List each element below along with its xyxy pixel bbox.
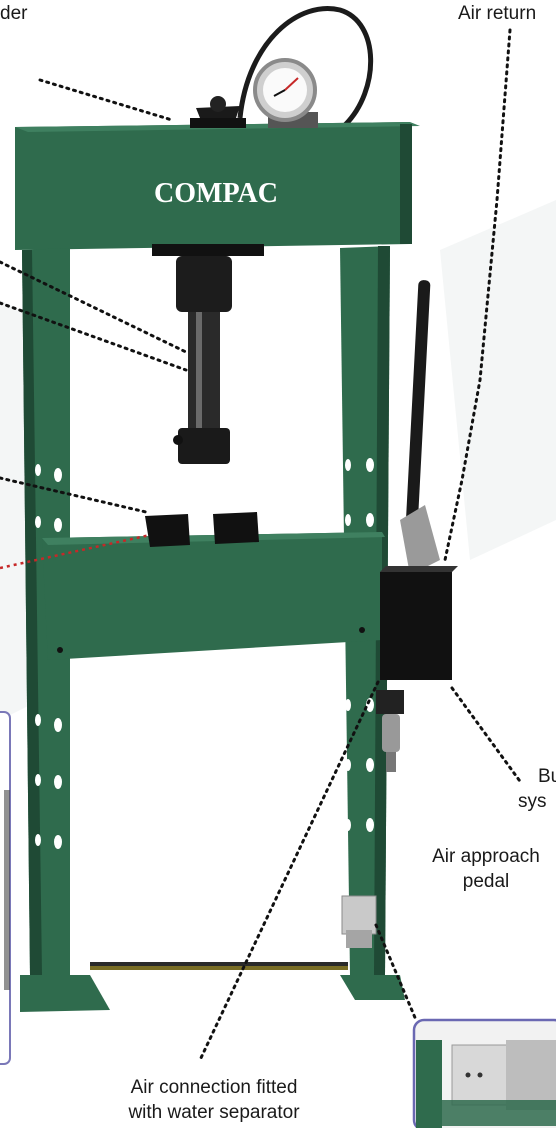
bu-callout-fragment: Bu — [538, 766, 556, 787]
hydraulic-cylinder — [152, 244, 264, 464]
air-pedal — [341, 895, 377, 948]
work-table — [42, 532, 385, 660]
pedal-inset-panel — [412, 1018, 556, 1128]
air-approach-callout-line2: pedal — [462, 871, 510, 892]
air-connection-callout-line2: with water separator — [128, 1102, 300, 1123]
air-return-callout: Air return — [458, 3, 537, 24]
callout-leaders — [0, 78, 524, 1062]
air-regulator — [376, 690, 404, 772]
cylinder-callout-fragment: der — [0, 3, 28, 24]
hydraulic-hose — [237, 6, 374, 152]
left-inset-panel — [0, 711, 11, 1065]
logo-text: COMPAC — [154, 178, 278, 209]
top-handle — [190, 96, 246, 128]
table-leader-red — [0, 533, 151, 570]
sys-callout-fragment: sys — [518, 791, 547, 812]
v-blocks — [145, 512, 259, 547]
air-connection-callout-line1: Air connection fitted — [130, 1077, 298, 1098]
air-return-leader — [443, 28, 512, 562]
press-base — [20, 962, 405, 1012]
air-approach-callout-line1: Air approach — [432, 846, 540, 867]
compac-logo: COMPAC — [150, 170, 282, 212]
pump-lever — [400, 280, 440, 575]
pump-reservoir — [380, 566, 458, 680]
pressure-gauge-icon — [253, 58, 318, 128]
